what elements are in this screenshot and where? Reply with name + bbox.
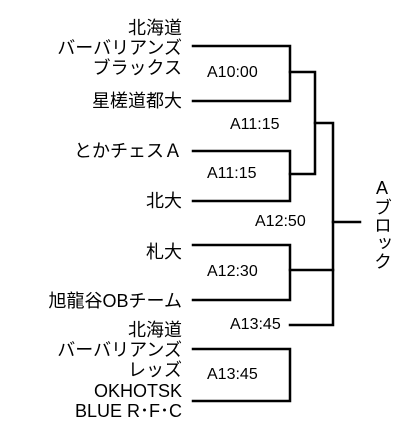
match-time-r2-m1: A11:15 — [230, 116, 280, 133]
team-6: 旭龍谷OBチーム — [48, 291, 182, 311]
team-3: とかチェスＡ — [74, 141, 182, 161]
bracket-line-r1-m1 — [191, 44, 292, 103]
bracket-line-r1-m4 — [191, 347, 292, 403]
team-1: 北海道 バーバリアンズ ブラックス — [57, 18, 182, 78]
team-2: 星槎道都大 — [92, 91, 182, 111]
bracket-line-r1-m3 — [191, 243, 292, 302]
team-4: 北大 — [146, 191, 182, 211]
match-time-r1-m4: A13:45 — [207, 366, 258, 383]
match-time-r2-m2: A13:45 — [230, 316, 281, 333]
bracket-line-final — [313, 121, 335, 272]
team-7: 北海道 バーバリアンズ レッズ — [57, 320, 182, 380]
match-time-final: A12:50 — [255, 213, 306, 230]
match-time-r1-m3: A12:30 — [207, 263, 258, 280]
block-label: Aブロック — [372, 178, 392, 270]
bracket-line-r1-m2 — [191, 149, 292, 203]
bracket-line-r2-m1 — [288, 70, 317, 176]
team-5: 札大 — [146, 242, 182, 262]
match-time-r1-m1: A10:00 — [207, 64, 258, 81]
bracket-line-r2-m2 — [288, 268, 335, 327]
match-time-r1-m2: A11:15 — [207, 165, 257, 182]
team-8: OKHOTSK BLUE R･F･C — [74, 381, 182, 421]
